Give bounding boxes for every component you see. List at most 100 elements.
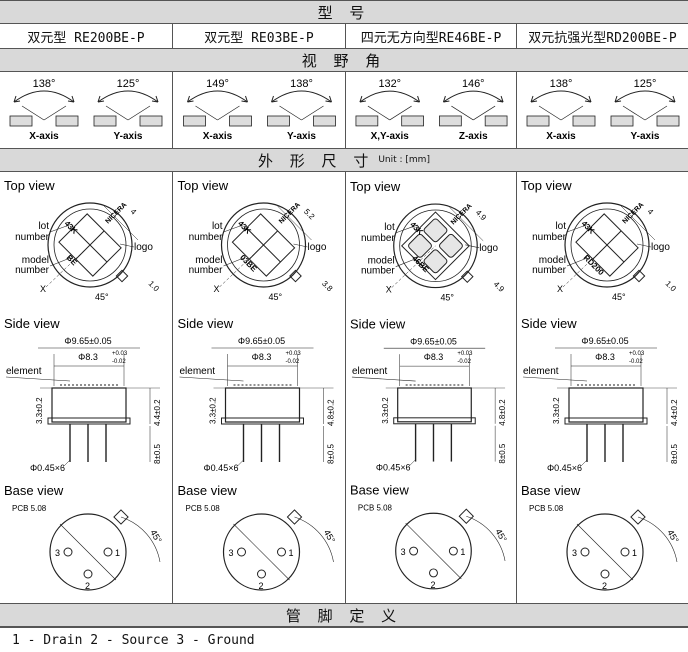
pin-2-label: 2 [602, 581, 607, 591]
pin-diameter: Φ0.45×6 [204, 463, 239, 473]
model-name: 双元型 RE03BE-P [204, 30, 314, 46]
pin-2-label: 2 [85, 581, 90, 591]
dimension-top: 4 [129, 207, 139, 217]
sensor-element [139, 115, 163, 127]
pin-diameter: Φ0.45×6 [30, 463, 65, 473]
model-marking: 03BE [238, 253, 259, 274]
pcb-pitch: PCB 5.08 [529, 504, 564, 513]
height-window: 3.3±0.2 [209, 397, 218, 424]
base-angle: 45° [322, 528, 338, 545]
angle-label: 45° [95, 292, 109, 302]
view-angle-value: 149° [206, 78, 229, 90]
base-outline [395, 512, 472, 590]
model-name: 双元型 RE200BE-P [27, 30, 145, 46]
sensor-element [484, 115, 508, 127]
logo-label: logo [651, 242, 670, 253]
sensor-element [55, 115, 79, 127]
sensor-element [408, 233, 432, 258]
pin-diameter: Φ0.45×6 [376, 463, 411, 473]
side-view-title: Side view [521, 316, 577, 331]
logo-label: logo [479, 243, 498, 254]
model-cell-1: 双元型 RE200BE-P [0, 24, 172, 48]
element-label: element [523, 366, 559, 377]
angle-label: 45° [612, 292, 626, 302]
view-angle-value: 138° [290, 78, 313, 90]
base-tab [458, 508, 475, 524]
svg-text:number: number [532, 232, 567, 243]
pin-2-label: 2 [431, 580, 436, 590]
top-view-title: Top view [4, 178, 55, 193]
lot-label: lot [212, 221, 223, 232]
base-tab [286, 509, 303, 525]
model-label: model [368, 256, 395, 267]
top-view-title: Top view [350, 179, 401, 194]
tolerance-upper: +0.03 [112, 351, 128, 357]
lot-code: 43K [63, 219, 80, 236]
can-outline [564, 202, 650, 288]
view-angle-header: 视 野 角 [0, 48, 688, 72]
dimension-side: 1.0 [664, 279, 679, 294]
sensor-element [526, 115, 550, 127]
lot-code: 43K [236, 219, 253, 236]
model-name: 双元抗强光型RD200BE-P [528, 30, 677, 46]
base-angle: 45° [493, 527, 509, 544]
pin-1-label: 1 [115, 548, 120, 558]
dimension-side: 1.0 [147, 279, 162, 294]
tab-marker [460, 270, 474, 283]
sensor-element [313, 115, 336, 127]
axis-label: X-axis [29, 131, 59, 142]
axis-label: X-axis [546, 131, 576, 142]
sensor-element [401, 115, 424, 127]
base-outline [222, 513, 301, 591]
pin-2 [83, 569, 93, 579]
logo-label: logo [134, 242, 153, 253]
pin-definition-header: 管 脚 定 义 [0, 603, 688, 627]
svg-text:number: number [15, 265, 50, 276]
model-label: model [195, 255, 222, 266]
svg-text:number: number [15, 232, 50, 243]
top-view-title: Top view [178, 178, 229, 193]
model-label: model [22, 255, 49, 266]
view-angle-arc [359, 90, 420, 103]
view-angle-value: 146° [462, 78, 485, 90]
axis-label: X-axis [203, 131, 233, 142]
pin-2-label: 2 [259, 581, 264, 591]
height-window: 3.3±0.2 [35, 397, 44, 424]
view-angle-value: 138° [33, 78, 56, 90]
base-view-title: Base view [350, 482, 410, 497]
pin-3-label: 3 [401, 547, 406, 557]
inner-diameter: Φ8.3 [424, 352, 444, 362]
lead-length: 8±0.5 [153, 443, 162, 464]
tolerance-lower: -0.02 [457, 359, 471, 365]
tolerance-upper: +0.03 [629, 351, 645, 357]
pcb-pitch: PCB 5.08 [186, 504, 221, 513]
height-body: 4.8±0.2 [327, 399, 336, 426]
side-view-title: Side view [350, 316, 406, 331]
sensor-element [9, 115, 33, 127]
view-angle-value: 125° [117, 78, 140, 90]
lot-label: lot [384, 222, 395, 233]
inner-diameter: Φ8.3 [78, 352, 98, 362]
base-outline [566, 513, 644, 591]
tab-marker [289, 269, 302, 283]
svg-text:number: number [361, 233, 395, 244]
lot-code: 43K [580, 219, 597, 236]
height-window: 3.3±0.2 [381, 397, 390, 424]
height-window: 3.3±0.2 [552, 397, 561, 424]
tolerance-lower: -0.02 [286, 359, 300, 365]
base-view-title: Base view [178, 483, 238, 498]
svg-text:number: number [189, 232, 224, 243]
view-angle-value: 138° [550, 78, 573, 90]
outer-diameter: Φ9.65±0.05 [581, 336, 628, 346]
lot-code: 43K [408, 220, 425, 237]
dimension-top: 5.2 [302, 207, 317, 222]
base-angle: 45° [665, 528, 681, 545]
pcb-pitch: PCB 5.08 [358, 503, 393, 512]
can-body [224, 387, 301, 423]
view-angle-arc [187, 90, 248, 103]
pin-3-label: 3 [55, 548, 60, 558]
